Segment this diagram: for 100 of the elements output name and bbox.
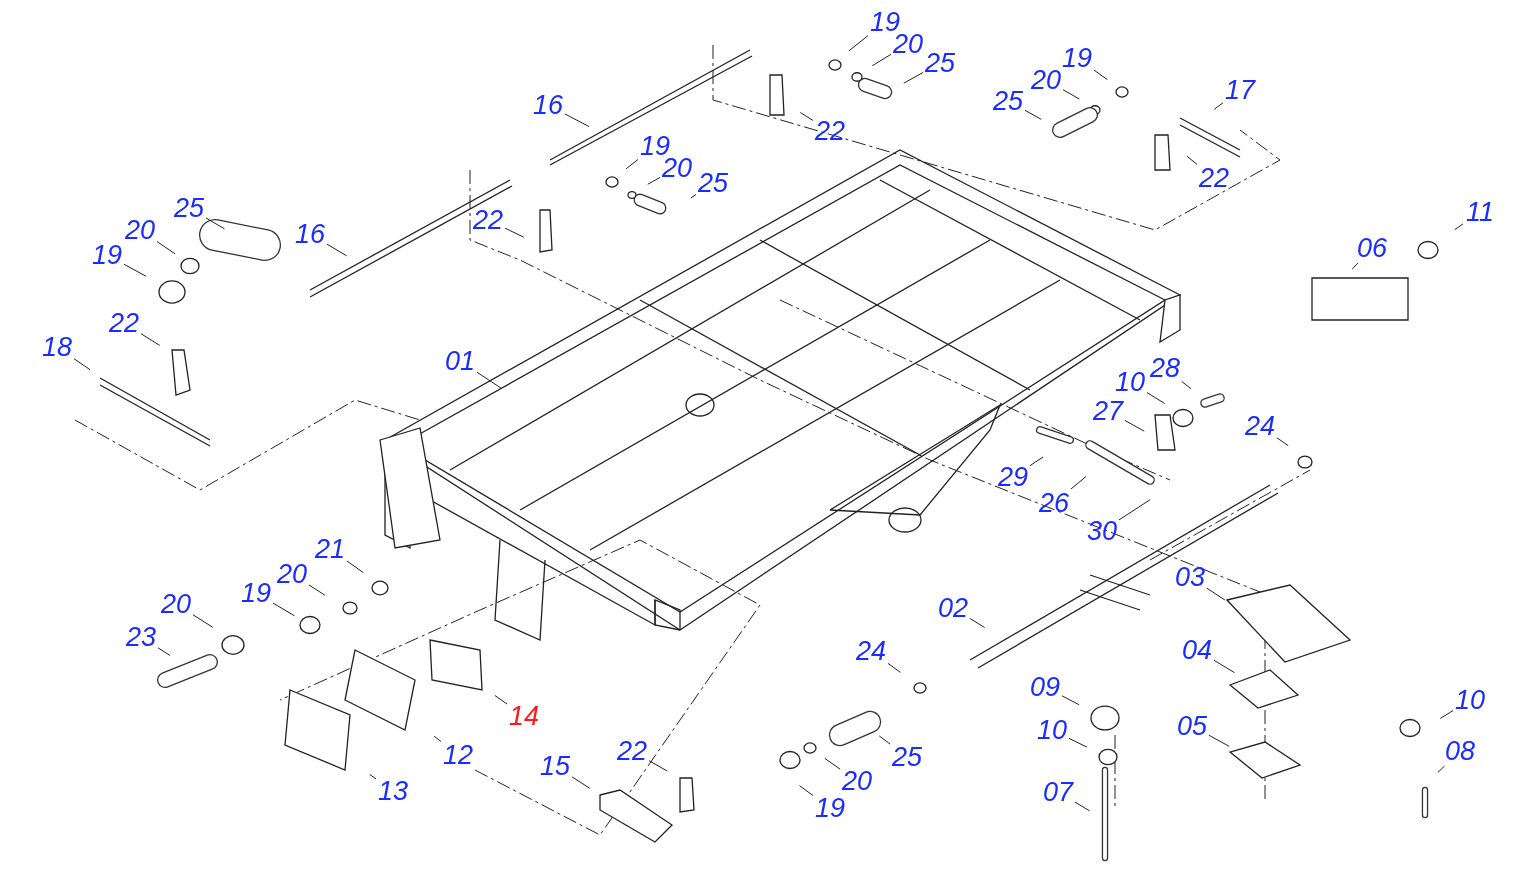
callout-number: 22	[1199, 164, 1230, 192]
leader-line	[1024, 109, 1042, 120]
leader-line	[1276, 437, 1289, 447]
callout-number: 25	[174, 194, 205, 222]
callout-number: 20	[125, 216, 156, 244]
callout-number: 19	[92, 241, 123, 269]
leader-line	[824, 757, 841, 770]
callout-number: 05	[1177, 712, 1208, 740]
callout-number: 28	[1150, 354, 1181, 382]
callout-number: 22	[815, 117, 846, 145]
leader-line	[156, 241, 176, 255]
leader-line	[1061, 695, 1080, 706]
callout-number: 19	[241, 579, 272, 607]
leader-line	[346, 560, 364, 574]
callout-number: 20	[161, 590, 192, 618]
callout-number: 11	[1466, 198, 1495, 226]
callout-number: 08	[1445, 737, 1476, 765]
callout-number: 22	[617, 737, 648, 765]
leader-line	[433, 735, 442, 743]
callout-number: 19	[1062, 44, 1093, 72]
callout-number: 25	[993, 87, 1024, 115]
leader-line	[878, 735, 891, 745]
leader-line	[1074, 801, 1091, 812]
leader-line	[799, 785, 814, 797]
leader-line	[1062, 89, 1080, 100]
leader-line	[504, 227, 525, 238]
leader-line	[625, 158, 639, 170]
callout-number: 10	[1115, 368, 1146, 396]
callout-number: 17	[1225, 76, 1256, 104]
callout-number: 25	[925, 49, 956, 77]
leader-line	[73, 358, 91, 371]
leader-line	[123, 263, 147, 277]
callout-number: 15	[540, 752, 571, 780]
leader-line	[1437, 765, 1446, 773]
leader-line	[205, 217, 225, 230]
leader-line	[647, 176, 661, 185]
leader-line	[1454, 223, 1464, 231]
leader-line	[1213, 659, 1236, 674]
callout-number: 23	[126, 623, 157, 651]
leader-line	[969, 618, 986, 629]
callout-number: 27	[1093, 397, 1124, 425]
leader-line	[1093, 69, 1108, 81]
leader-line	[1068, 737, 1088, 748]
leader-line	[1213, 102, 1224, 110]
leader-line	[1186, 155, 1198, 165]
leader-line	[1208, 734, 1230, 747]
callout-number: 19	[815, 794, 846, 822]
callout-number: 26	[1039, 489, 1070, 517]
leader-line	[1439, 710, 1454, 719]
leader-line	[192, 614, 214, 628]
callout-number: 14	[509, 702, 540, 730]
leader-line	[799, 112, 814, 121]
leader-line	[272, 602, 295, 617]
leader-line	[1351, 262, 1359, 270]
callout-number: 25	[892, 743, 923, 771]
leader-line	[887, 662, 901, 673]
callout-number: 25	[698, 169, 729, 197]
callout-number: 09	[1030, 673, 1061, 701]
callout-number: 20	[662, 154, 693, 182]
leader-line	[571, 776, 591, 789]
leader-line	[140, 333, 161, 346]
callout-number: 16	[295, 220, 326, 248]
leader-line	[564, 113, 590, 128]
leader-line	[1118, 499, 1151, 521]
leader-line	[494, 694, 508, 705]
callout-number: 03	[1175, 563, 1206, 591]
callout-number: 01	[445, 347, 476, 375]
leader-line	[1029, 456, 1044, 467]
leader-line	[1206, 587, 1226, 601]
leader-line	[157, 647, 171, 656]
leader-line	[326, 243, 348, 257]
leader-line	[848, 35, 869, 52]
callout-number: 29	[998, 463, 1029, 491]
leader-line	[1124, 420, 1145, 432]
leader-line	[903, 72, 924, 84]
callout-number: 12	[443, 741, 474, 769]
callout-number: 20	[842, 767, 873, 795]
callout-number: 10	[1037, 716, 1068, 744]
leader-line	[1181, 381, 1192, 390]
callout-number: 20	[277, 560, 308, 588]
leader-line	[308, 584, 326, 596]
callout-number: 24	[1245, 412, 1276, 440]
callout-number: 20	[893, 30, 924, 58]
callout-number: 20	[1031, 66, 1062, 94]
callout-number: 06	[1357, 234, 1388, 262]
callout-number: 18	[42, 333, 73, 361]
callout-number: 24	[856, 637, 887, 665]
leader-line	[648, 760, 668, 772]
leader-line	[1146, 392, 1166, 404]
callout-number: 22	[473, 206, 504, 234]
callout-number: 16	[533, 91, 564, 119]
callout-number: 21	[315, 535, 346, 563]
callout-number: 22	[109, 309, 140, 337]
callout-number: 30	[1087, 517, 1118, 545]
callout-number: 10	[1455, 686, 1486, 714]
leader-line	[690, 194, 697, 199]
callout-number: 13	[378, 777, 409, 805]
callout-number: 04	[1182, 636, 1213, 664]
callout-number: 02	[938, 594, 969, 622]
leader-line	[1070, 475, 1087, 490]
